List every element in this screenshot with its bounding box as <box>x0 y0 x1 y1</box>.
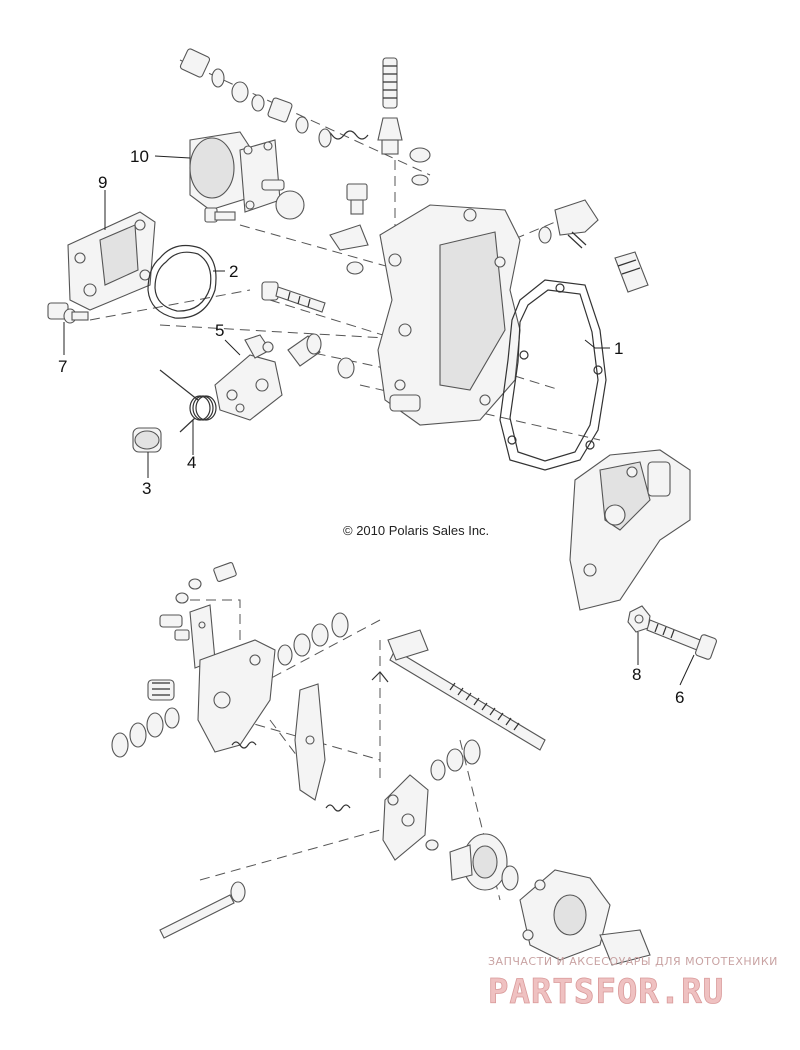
solenoid-bolt <box>204 207 236 223</box>
small-bolt <box>47 302 89 324</box>
gasket-ring <box>147 245 217 319</box>
watermark-brand: PARTSFOR.RU <box>488 972 724 1012</box>
threaded-stud <box>377 57 403 155</box>
plug-cap <box>132 427 162 453</box>
callout-8: 8 <box>632 665 641 684</box>
cover-gasket <box>499 279 607 471</box>
elbow-fitting <box>538 199 599 249</box>
nut <box>627 605 651 633</box>
solenoid <box>189 131 285 213</box>
torsion-spring <box>159 369 217 433</box>
watermark: ЗАПЧАСТИ И АКСЕСОУАРЫ ДЛЯ МОТОТЕХНИКИ PA… <box>488 955 778 1012</box>
callout-6: 6 <box>675 688 684 707</box>
lower-housing <box>519 869 651 966</box>
watermark-tagline: ЗАПЧАСТИ И АКСЕСОУАРЫ ДЛЯ МОТОТЕХНИКИ <box>488 955 778 968</box>
spring <box>318 128 369 148</box>
callout-3: 3 <box>142 479 151 498</box>
rack-shaft <box>387 629 546 751</box>
long-bolt <box>261 281 326 313</box>
callout-9: 9 <box>98 173 107 192</box>
callout-labels: 1 2 3 4 5 6 7 8 9 10 <box>58 147 684 707</box>
bolt-upper <box>346 183 368 215</box>
callout-7: 7 <box>58 357 67 376</box>
bushing <box>287 333 322 367</box>
callout-10: 10 <box>130 147 149 166</box>
callout-5: 5 <box>215 321 224 340</box>
central-housing <box>377 204 521 426</box>
callout-1: 1 <box>614 339 623 358</box>
upper-assembly <box>47 48 717 660</box>
lower-assembly <box>111 562 651 966</box>
lever-bracket <box>214 334 283 421</box>
gear-wheel <box>449 833 519 891</box>
callout-2: 2 <box>229 262 238 281</box>
side-cover <box>569 449 691 611</box>
leader-lines <box>63 155 695 686</box>
fitting-stack <box>179 48 309 134</box>
callout-4: 4 <box>187 453 196 472</box>
cap-screw <box>646 619 717 660</box>
copyright-notice: © 2010 Polaris Sales Inc. <box>343 523 489 538</box>
cartridge <box>614 251 649 293</box>
flange-plate <box>67 211 156 311</box>
